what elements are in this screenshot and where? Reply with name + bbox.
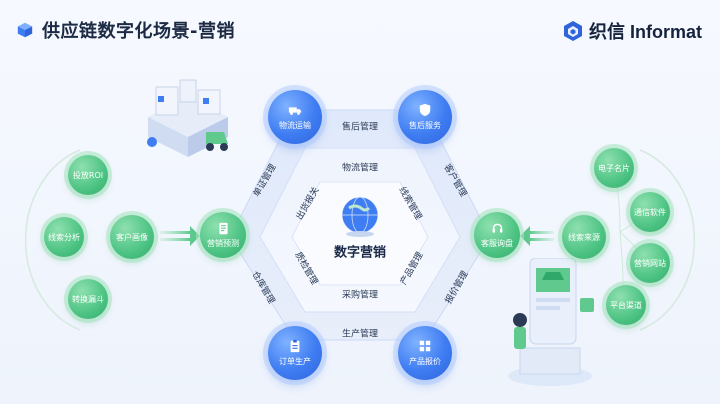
inner-label-logistics: 物流管理 <box>341 163 379 174</box>
arrow-left <box>160 226 200 246</box>
node-marketing-forecast: 营销预测 <box>200 212 246 258</box>
logo-text: 织信 Informat <box>588 22 702 42</box>
shield-icon <box>419 103 431 117</box>
center-node <box>335 190 385 240</box>
headset-icon <box>492 223 502 233</box>
document-icon <box>218 222 228 234</box>
header-title-group: 供应链数字化场景-营销 <box>16 17 235 43</box>
node-platform-channel: 平台渠道 <box>606 285 646 325</box>
brand-logo: 织信 Informat <box>563 18 702 44</box>
page-title: 供应链数字化场景-营销 <box>42 21 235 42</box>
grid-icon <box>419 340 431 352</box>
outer-label-production: 生产管理 <box>341 329 379 340</box>
node-marketing-site: 营销网站 <box>630 243 670 283</box>
node-lead-analysis: 线索分析 <box>44 217 84 257</box>
arrow-right <box>520 226 554 246</box>
inner-label-purchase: 采购管理 <box>341 290 379 301</box>
node-service-inquiry: 客服询盘 <box>474 212 520 258</box>
informat-logo-icon <box>563 21 582 41</box>
node-comm-software: 通信软件 <box>630 192 670 232</box>
node-e-card: 电子名片 <box>594 148 634 188</box>
cube-icon <box>17 22 33 38</box>
globe-icon <box>341 196 379 237</box>
warehouse-illustration <box>147 79 228 157</box>
node-customer-profile: 客户画像 <box>110 215 154 259</box>
outer-label-after-sales: 售后管理 <box>341 122 379 133</box>
node-after-sales-service: 售后服务 <box>398 90 452 144</box>
truck-icon <box>288 107 302 115</box>
node-order-production: 订单生产 <box>268 326 322 380</box>
node-lead-source: 线索来源 <box>562 215 606 259</box>
center-label: 数字营销 <box>333 245 387 261</box>
node-conversion-funnel: 转换漏斗 <box>68 279 108 319</box>
node-ad-roi: 投放ROI <box>68 155 108 195</box>
mobile-marketing-illustration <box>508 258 594 386</box>
node-product-quote: 产品报价 <box>398 326 452 380</box>
clipboard-icon <box>290 339 300 353</box>
node-logistics: 物流运输 <box>268 90 322 144</box>
